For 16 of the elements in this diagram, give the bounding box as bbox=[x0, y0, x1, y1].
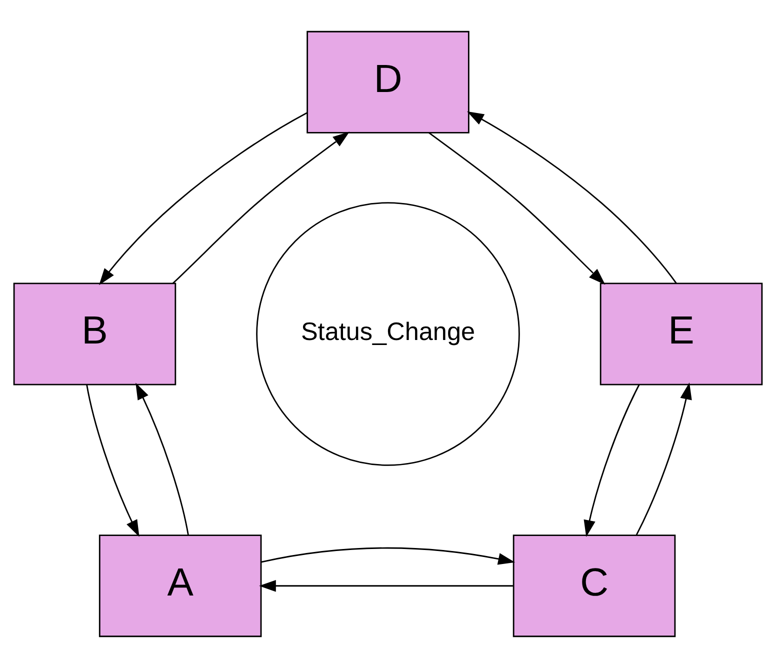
node-box: C bbox=[512, 534, 676, 637]
arrow bbox=[467, 110, 677, 284]
node-box: B bbox=[13, 282, 176, 385]
arrow bbox=[584, 384, 640, 537]
arrow bbox=[259, 579, 513, 592]
arrow bbox=[261, 546, 516, 564]
arrow bbox=[172, 131, 350, 284]
arrow bbox=[428, 132, 606, 284]
node-circle: Status_Change bbox=[256, 202, 520, 466]
arrow bbox=[99, 112, 308, 285]
node-box: D bbox=[306, 30, 470, 133]
node-box: A bbox=[98, 534, 262, 637]
arrow bbox=[636, 382, 692, 535]
arrow bbox=[136, 382, 189, 535]
node-box: E bbox=[600, 282, 763, 385]
arrow bbox=[86, 384, 140, 536]
